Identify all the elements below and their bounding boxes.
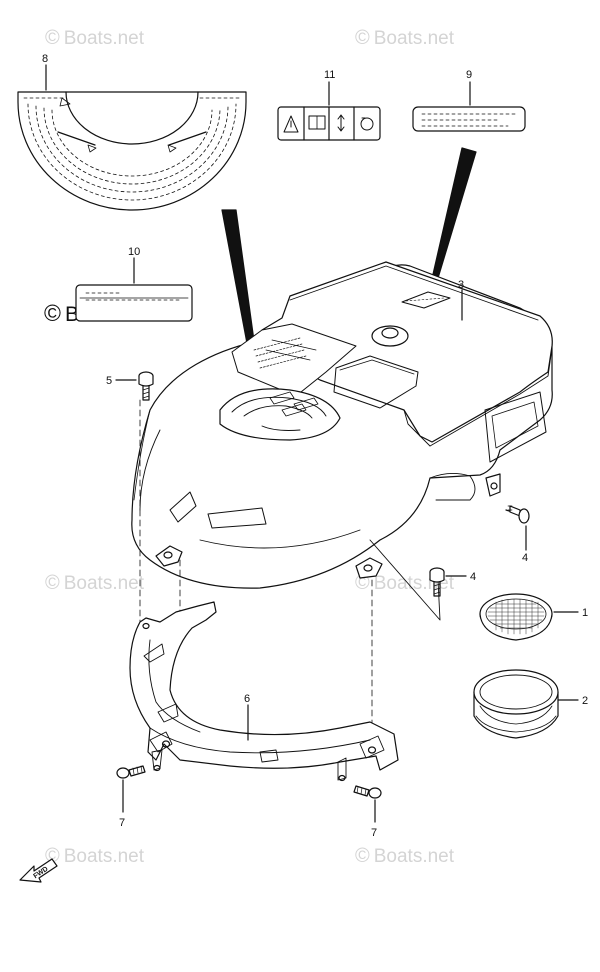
bolt-path <box>369 539 441 621</box>
part-8-decal <box>17 64 247 211</box>
callout-6: 6 <box>244 693 250 705</box>
part-1-grille <box>479 593 579 641</box>
callout-4: 4 <box>470 571 476 583</box>
part-7-bolt <box>353 785 382 823</box>
callout-7: 7 <box>371 827 377 839</box>
part-3-cover <box>131 261 553 589</box>
part-11-warning-label <box>277 81 381 141</box>
fwd-arrow-icon: FWD <box>19 858 58 883</box>
part-4-bolt <box>505 505 530 551</box>
assembly-lines <box>139 399 373 741</box>
watermark: ©Boats.net <box>355 27 455 49</box>
part-6-bracket <box>129 601 399 782</box>
callout-9: 9 <box>466 69 472 81</box>
part-4-bolt <box>429 567 467 597</box>
part-5-bolt <box>115 371 154 401</box>
fwd-label: FWD <box>32 866 49 881</box>
callout-2: 2 <box>582 695 588 707</box>
callout-10: 10 <box>128 246 140 258</box>
part-10-label <box>75 257 193 322</box>
callout-11: 11 <box>324 69 335 81</box>
watermark: ©Boats.net <box>355 845 455 867</box>
callout-1: 1 <box>582 607 588 619</box>
callout-7: 7 <box>119 817 125 829</box>
callout-5: 5 <box>106 375 112 387</box>
watermark: ©Boats.net <box>45 27 145 49</box>
part-7-bolt <box>116 765 146 813</box>
part-9-label <box>412 81 526 132</box>
callout-8: 8 <box>42 53 48 65</box>
part-2-grommet <box>473 669 579 739</box>
watermark: ©Boats.net <box>45 572 145 594</box>
callout-4: 4 <box>522 552 528 564</box>
callout-3: 3 <box>458 279 464 291</box>
